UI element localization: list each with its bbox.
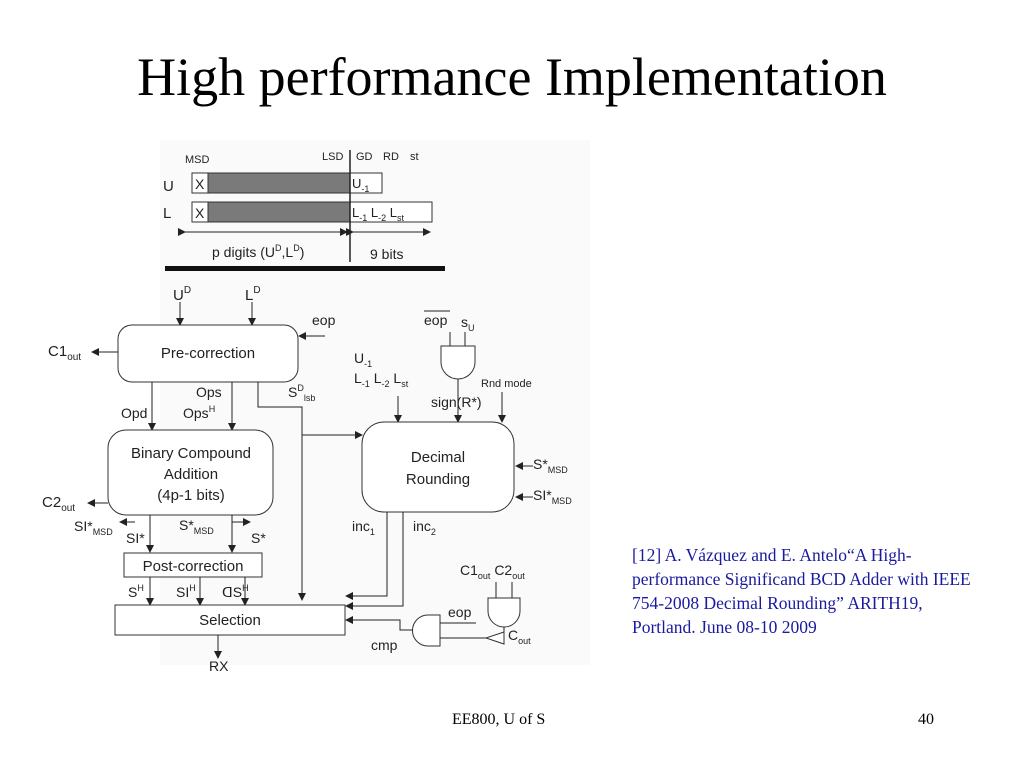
ops-wire [257,382,306,601]
u-ext-label: U-1 [352,176,369,194]
rx-label: RX [209,658,229,674]
si-msd-label: SI*MSD [533,487,572,506]
sd-lsb-label: SDlsb [288,383,315,403]
sh-label: SH [128,583,144,600]
post-correction-label: Post-correction [143,558,244,575]
opd-label: Opd [121,405,147,421]
c2out-label: C2out [42,494,75,514]
cmp-label: cmp [371,637,398,653]
c1out-label: C1out [48,343,81,363]
page-number: 40 [918,711,934,728]
sign-and-gate [440,345,476,380]
label-l-row: L [163,205,171,222]
selection-block [114,604,346,636]
c1out-c2out-label: C1out C2out [460,562,525,581]
s-star-msd-label: S*MSD [179,517,214,536]
dr-line1: Decimal [411,449,465,466]
opsh-label: OpsH [183,404,215,421]
eop2-label: eop [448,604,472,620]
eop-bar-label: eop [424,312,448,328]
label-st: st [410,151,419,163]
ud-label: UD [173,285,191,304]
u-1-label: U-1 [354,350,372,369]
bca-line1: Binary Compound [131,445,251,462]
u-register-body [207,172,351,194]
u-register-x: X [195,176,205,192]
s-msd-label: S*MSD [533,456,568,475]
nine-bits-label: 9 bits [370,246,403,262]
inc1-wire [345,512,388,600]
inverter [484,631,505,645]
decimal-rounding-block [361,421,515,513]
inc2-wire [345,512,404,610]
reference-citation: [12] A. Vázquez and E. Antelo“A High-per… [632,545,971,637]
s-star-label: S* [251,530,266,546]
slide-title: High performance Implementation [137,47,887,107]
cout-or-gate [487,597,521,628]
pre-correction-block [117,324,299,383]
cmp-and-gate [412,614,441,647]
p-digits-label: p digits (UD,LD) [212,243,304,260]
label-rd: RD [383,151,399,163]
l-register-x: X [195,205,205,221]
label-lsd: LSD [322,151,343,163]
inc1-label: inc1 [352,518,375,537]
cout-label: Cout [508,627,531,646]
dr-line2: Rounding [406,471,470,488]
bca-line3: (4p-1 bits) [157,487,225,504]
sign-r-label: sign(R*) [431,394,482,410]
selection-label: Selection [199,612,261,629]
ld-label: LD [245,285,261,304]
post-correction-block [123,552,263,578]
lsb-inputs-label: L-1 L-2 Lst [354,370,409,389]
cmp-wire [345,616,413,631]
slide-footer: EE800, U of S [452,711,546,728]
label-gd: GD [356,151,373,163]
label-u-row: U [163,178,174,195]
label-msd: MSD [185,154,210,166]
bca-line2: Addition [164,466,218,483]
su-label: sU [461,314,475,333]
separator-bar [165,266,445,271]
eop-label: eop [312,312,336,328]
l-register-body [207,201,351,223]
sih-label: SIH [176,583,196,600]
si-star-msd-label: SI*MSD [74,518,113,537]
binary-compound-addition-block [107,429,274,516]
si-star-label: SI* [126,530,145,546]
ops-label: Ops [196,384,222,400]
inc2-label: inc2 [413,518,436,537]
rnd-mode-label: Rnd mode [481,378,532,390]
pre-correction-label: Pre-correction [161,345,255,362]
l-ext-label: L-1 L-2 Lst [352,205,404,223]
